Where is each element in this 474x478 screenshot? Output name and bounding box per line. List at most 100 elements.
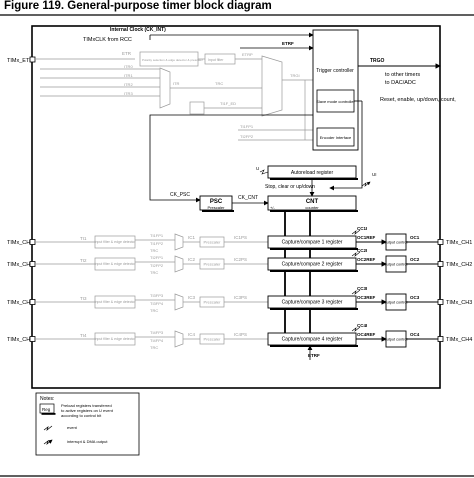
fp-a-label: TI1FP1 (150, 233, 164, 238)
icps-label: IC2PS (234, 257, 247, 262)
ic-mux (174, 330, 184, 348)
cc-event-icon (351, 251, 361, 257)
output-control-label: output control (384, 263, 407, 267)
ccf-label: CC2I (357, 248, 367, 253)
ccf-label: CC1I (357, 226, 367, 231)
oc-label: OC1 (410, 235, 420, 240)
icps-label: IC3PS (234, 295, 247, 300)
ti1f-ed-edge-block (189, 101, 205, 115)
fp-a-label: TI4FP3 (150, 330, 164, 335)
timx-etr-pin (29, 56, 36, 63)
input-pin (29, 239, 36, 245)
trc-label: TRC (150, 345, 158, 350)
input-pin-label: TIMx_CH4 (7, 337, 33, 343)
itr3-label: ITR3 (124, 91, 133, 96)
ti1f-ed-label: TI1F_ED (220, 101, 236, 106)
itr1-label: ITR1 (124, 73, 133, 78)
cnt-counter-shadow (270, 210, 358, 212)
cc-event-icon (351, 326, 361, 332)
input-filter-label: Input filter & edge detector (94, 300, 136, 304)
output-pin-label: TIMx_CH2 (446, 262, 472, 268)
cnt-counter-label: counter (305, 205, 319, 210)
capture-compare-register-shadow (270, 248, 358, 250)
notes-title: Notes: (40, 396, 54, 402)
trc-label: TRC (150, 248, 158, 253)
timer-boundary (31, 25, 441, 389)
notes-event-label: event (67, 425, 78, 430)
cc-event-icon (351, 289, 361, 295)
ui-interrupt-arrow (361, 181, 371, 187)
input-pin-label: TIMx_CH3 (7, 300, 33, 306)
output-pin (437, 261, 444, 267)
ocref-label: OC3REF (357, 295, 376, 300)
plus-minus-label: +/- (270, 205, 275, 210)
input-pin (29, 261, 36, 267)
input-pin-label: TIMx_CH2 (7, 262, 33, 268)
fp-a-label: TI3FP3 (150, 293, 164, 298)
internal-clock-label: Internal Clock (CK_INT) (110, 27, 166, 33)
timx-etr-pin-label: TIMx_ETR (7, 58, 33, 64)
ti-label: TI2 (80, 258, 87, 263)
encoder-interface-box (316, 127, 355, 147)
encoder-interface-label: Encoder Interface (320, 135, 352, 140)
ic-mux (174, 255, 184, 273)
ti-label: TI3 (80, 296, 87, 301)
input-filter-label: Input filter & edge detector (94, 337, 136, 341)
capture-compare-register-shadow (270, 308, 358, 310)
output-pin (437, 336, 444, 342)
autoreload-register-label: Autoreload register (291, 170, 334, 176)
cc-event-icon (351, 229, 361, 235)
ic-mux (174, 293, 184, 311)
output-control-label: output control (384, 338, 407, 342)
etrf-top-label: ETRF (282, 41, 294, 46)
ccf-label: CC4I (357, 323, 367, 328)
trigger-controller-label: Trigger controller (316, 68, 354, 74)
ic-label: IC1 (188, 235, 196, 240)
to-dac-adc-label: to DAC/ADC (385, 80, 416, 86)
capture-compare-register-label: Capture/compare 1 register (282, 240, 343, 246)
capture-compare-register-label: Capture/compare 4 register (282, 337, 343, 343)
etrf-bottom-label: ETRF (308, 353, 320, 358)
ti-label: TI1 (80, 236, 87, 241)
fp-b-label: TI1FP2 (150, 241, 164, 246)
ic-prescaler-label: Prescaler (204, 300, 222, 305)
ic-prescaler-label: Prescaler (204, 240, 222, 245)
capture-compare-register-shadow (270, 345, 358, 347)
notes-interrupt-label: interrupt & DMA output (67, 439, 108, 444)
psc-prescaler-label: Prescaler (208, 205, 226, 210)
output-pin-label: TIMx_CH4 (446, 337, 472, 343)
ccf-label: CC3I (357, 286, 367, 291)
upper-grey-section (40, 51, 313, 141)
oc-label: OC3 (410, 295, 420, 300)
slave-ctrl-to-counter-line (329, 101, 363, 191)
notes-reg-desc-3: according to control bit (61, 413, 102, 418)
timx-clk-label: TIMxCLK from RCC (83, 37, 132, 43)
output-pin (437, 299, 444, 305)
ti2fp2-label: TI2FP2 (240, 134, 254, 139)
capture-compare-register-shadow (270, 270, 358, 272)
ti1fp1-label: TI1FP1 (240, 124, 254, 129)
notes-interrupt-icon (43, 439, 53, 446)
capture-compare-register-label: Capture/compare 2 register (282, 262, 343, 268)
ocref-label: OC2REF (357, 257, 376, 262)
figure-title: Figure 119. General-purpose timer block … (4, 0, 272, 12)
notes-reg-shadow (41, 413, 56, 415)
ocref-label: OC1REF (357, 235, 376, 240)
fp-b-label: TI2FP2 (150, 263, 164, 268)
input-filter-top-label: Input filter (208, 58, 224, 62)
trgo-label: TRGO (370, 58, 385, 64)
notes-reg-label: Reg (42, 407, 51, 412)
ic-prescaler-label: Prescaler (204, 262, 222, 267)
ui-label: UI (372, 172, 377, 177)
output-control-label: output control (384, 301, 407, 305)
fp-a-label: TI2FP1 (150, 255, 164, 260)
icps-label: IC4PS (234, 332, 247, 337)
input-pin-label: TIMx_CH1 (7, 240, 33, 246)
ic-prescaler-label: Prescaler (204, 337, 222, 342)
ck-psc-label: CK_PSC (170, 192, 190, 198)
ic-label: IC3 (188, 295, 196, 300)
input-filter-label: Input filter & edge detector (94, 240, 136, 244)
